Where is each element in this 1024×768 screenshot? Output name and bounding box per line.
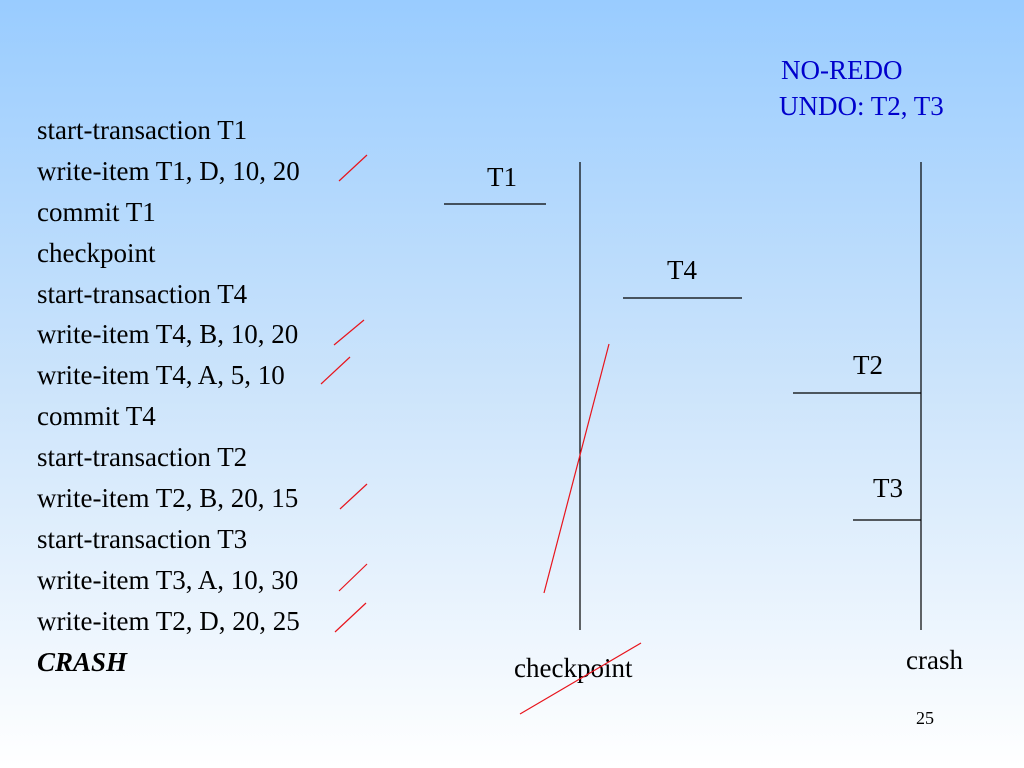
log-line: start-transaction T1 — [37, 115, 248, 145]
undo-label: UNDO: T2, T3 — [779, 91, 944, 121]
log-line: write-item T1, D, 10, 20 — [37, 155, 300, 186]
transaction-label-t2: T2 — [853, 350, 883, 380]
strike-mark — [339, 483, 368, 510]
log-line: commit T1 — [37, 196, 156, 227]
strike-mark — [334, 602, 367, 633]
log-line: start-transaction T4 — [37, 278, 248, 309]
log-line: write-item T3, A, 10, 30 — [37, 564, 299, 595]
transaction-label-t4: T4 — [667, 255, 697, 285]
log-line: write-item T2, B, 20, 15 — [37, 483, 299, 514]
redo-label: NO-REDO — [781, 55, 903, 85]
checkpoint-strike — [543, 343, 610, 594]
strike-mark — [320, 356, 351, 385]
strike-mark — [333, 319, 365, 346]
log-line: write-item T4, A, 5, 10 — [37, 360, 285, 391]
transaction-label-t3: T3 — [873, 473, 903, 503]
log-line: write-item T2, D, 20, 25 — [37, 605, 300, 636]
transaction-label-t1: T1 — [487, 162, 517, 192]
strike-mark — [338, 154, 368, 182]
log-line: start-transaction T3 — [37, 523, 248, 554]
log-line: write-item T4, B, 10, 20 — [37, 319, 299, 350]
log-line: commit T4 — [37, 401, 156, 432]
log-line-crash: CRASH — [37, 646, 128, 677]
crash-label: crash — [906, 645, 963, 675]
page-number: 25 — [916, 708, 934, 728]
log-line: start-transaction T2 — [37, 442, 248, 473]
log-line: checkpoint — [37, 237, 156, 268]
transaction-log: start-transaction T1 write-item T1, D, 1… — [37, 110, 300, 682]
recovery-result: NO-REDO UNDO: T2, T3 — [779, 52, 944, 124]
strike-mark — [338, 563, 368, 592]
checkpoint-label: checkpoint — [514, 653, 633, 683]
